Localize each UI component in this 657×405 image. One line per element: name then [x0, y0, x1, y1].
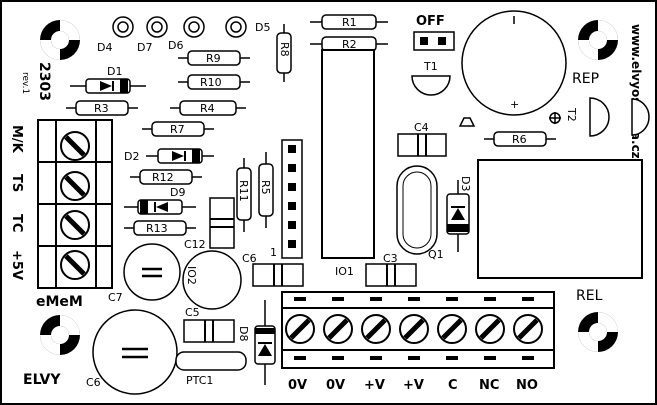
- terminal-label-nc: NC: [479, 378, 499, 393]
- terminal-label-v-2: +V: [403, 378, 424, 393]
- label-q1: Q1: [428, 248, 444, 261]
- resistor-r3: [75, 100, 129, 116]
- label-r10: R10: [200, 76, 222, 89]
- resistor-r11: [236, 167, 252, 221]
- terminal-label-no: NO: [516, 378, 538, 393]
- capacitor-c8: [123, 243, 181, 301]
- ptc-thermistor: [175, 351, 247, 371]
- label-r1: R1: [342, 16, 357, 29]
- label-c3: C3: [383, 252, 398, 265]
- rel-label: REL: [576, 288, 603, 304]
- mounting-hole-top-right: [578, 20, 618, 60]
- relay: [477, 159, 643, 279]
- screw-terminals-left[interactable]: [60, 131, 90, 280]
- off-label: OFF: [416, 14, 445, 29]
- piezo-buzzer: [461, 10, 567, 116]
- mounting-hole-bottom-left: [40, 315, 80, 355]
- terminal-label-c: C: [448, 378, 458, 393]
- label-c6: C6: [242, 252, 257, 265]
- label-t1: T1: [423, 60, 438, 73]
- resistor-r9: [187, 50, 241, 66]
- label-ptc1: PTC1: [186, 374, 213, 387]
- terminal-label-5v: +5V: [9, 250, 24, 280]
- label-r12: R12: [152, 171, 174, 184]
- terminal-label-v-1: +V: [364, 378, 385, 393]
- capacitor-c3: [365, 263, 417, 287]
- label-d7: D7: [137, 41, 152, 54]
- capacitor-c5: [183, 319, 235, 343]
- terminal-label-0v-1: 0V: [288, 378, 307, 393]
- resistor-r1: [321, 14, 377, 30]
- resistor-r7: [151, 121, 205, 137]
- label-d3: D3: [459, 176, 472, 191]
- label-c12: C12: [184, 238, 206, 251]
- resistor-r8: [276, 32, 292, 74]
- label-c7: C6: [86, 376, 101, 389]
- label-c5: C5: [185, 306, 200, 319]
- terminal-label-mk: M/K: [9, 125, 24, 154]
- buzzer-plus: +: [510, 98, 519, 111]
- resistor-r4: [179, 100, 237, 116]
- board-url: www.elvyostrava.cz: [629, 24, 643, 159]
- label-d5: D5: [255, 21, 270, 34]
- transistor-t1: [411, 75, 451, 96]
- label-r4: R4: [200, 102, 215, 115]
- resistor-r13: [133, 220, 187, 236]
- mounting-hole-top-left: [40, 20, 80, 60]
- pin1-label: 1: [270, 246, 277, 259]
- capacitor-c4: [397, 133, 447, 157]
- brand-label: eMeM: [36, 294, 83, 310]
- board-revision: rev.1: [20, 72, 30, 94]
- label-d8: D8: [237, 326, 250, 341]
- label-r6: R6: [512, 133, 527, 146]
- resistor-r6: [493, 131, 547, 147]
- screw-terminals-bottom[interactable]: [285, 314, 543, 344]
- label-r8: R8: [278, 42, 291, 57]
- resistor-r12: [139, 169, 193, 185]
- terminal-label-tc: TC: [9, 214, 24, 232]
- board-model: 2303: [36, 62, 52, 101]
- resistor-r5: [258, 163, 274, 217]
- label-c4: C4: [414, 121, 429, 134]
- mounting-hole-bottom-right: [578, 312, 618, 352]
- label-r13: R13: [146, 222, 168, 235]
- label-r3: R3: [94, 102, 109, 115]
- label-r7: R7: [170, 123, 185, 136]
- terminal-label-0v-2: 0V: [326, 378, 345, 393]
- label-r11: R11: [237, 180, 250, 202]
- label-d9: D9: [170, 186, 185, 199]
- label-t2: T2: [565, 107, 578, 122]
- label-d6: D6: [168, 39, 183, 52]
- capacitor-c6: [252, 263, 304, 287]
- label-d2: D2: [124, 150, 139, 163]
- label-io1: IO1: [335, 265, 354, 278]
- ic-socket-io1: [321, 49, 375, 259]
- label-d1: D1: [107, 65, 122, 78]
- pin-header[interactable]: [281, 139, 303, 259]
- transistor-t2: [631, 98, 650, 136]
- label-io2: IO2: [185, 266, 198, 285]
- rep-label: REP: [572, 71, 599, 87]
- maker-label: ELVY: [23, 372, 61, 388]
- label-r9: R9: [206, 52, 221, 65]
- label-d4: D4: [97, 41, 112, 54]
- label-r5: R5: [259, 180, 272, 195]
- resistor-r10: [187, 74, 241, 90]
- regulator-io2: [182, 250, 242, 310]
- terminal-label-ts: TS: [9, 174, 24, 192]
- led-row: [112, 16, 247, 38]
- capacitor-c7: [92, 309, 178, 395]
- label-r2: R2: [342, 38, 357, 51]
- capacitor-c12: [209, 197, 235, 249]
- label-c8: C7: [108, 291, 123, 304]
- off-jumper[interactable]: [413, 31, 455, 51]
